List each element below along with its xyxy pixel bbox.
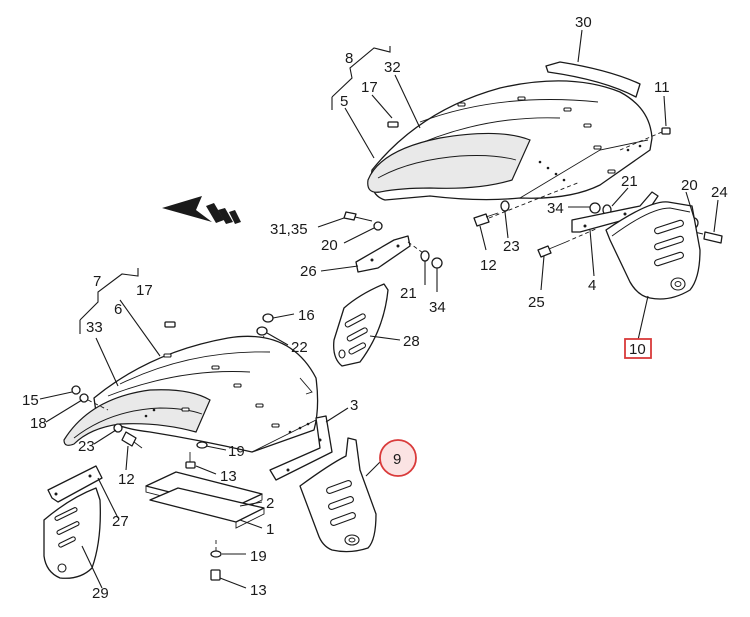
callout-13-upper[interactable]: 13 bbox=[220, 468, 237, 485]
callout-3[interactable]: 3 bbox=[350, 397, 358, 414]
bolt-13-lower[interactable] bbox=[210, 569, 221, 581]
callout-21-middle[interactable]: 21 bbox=[400, 285, 417, 302]
callout-30[interactable]: 30 bbox=[575, 14, 592, 31]
mudflap-9[interactable] bbox=[299, 437, 377, 553]
callout-22[interactable]: 22 bbox=[291, 339, 308, 356]
washer-23-rear[interactable] bbox=[500, 200, 510, 212]
bolt-13-upper[interactable] bbox=[185, 461, 196, 469]
callout-24[interactable]: 24 bbox=[711, 184, 728, 201]
callout-26[interactable]: 26 bbox=[300, 263, 317, 280]
callout-12-front[interactable]: 12 bbox=[118, 471, 135, 488]
bracket-27[interactable] bbox=[47, 465, 103, 503]
washer-20-middle[interactable] bbox=[373, 221, 383, 231]
bolt-12-front[interactable] bbox=[121, 431, 137, 447]
mudflap-10[interactable] bbox=[605, 201, 701, 300]
callout-2[interactable]: 2 bbox=[266, 495, 274, 512]
bolt-31-35[interactable] bbox=[343, 211, 357, 221]
callout-19-lower[interactable]: 19 bbox=[250, 548, 267, 565]
callout-34-rear[interactable]: 34 bbox=[547, 200, 564, 217]
washer-16[interactable] bbox=[262, 313, 274, 323]
callout-16[interactable]: 16 bbox=[298, 307, 315, 324]
washer-21-middle[interactable] bbox=[420, 250, 430, 262]
callout-33[interactable]: 33 bbox=[86, 319, 103, 336]
front-fender-assembly bbox=[63, 321, 319, 453]
highlight-circle-9 bbox=[379, 439, 417, 477]
rear-fender-assembly bbox=[367, 61, 671, 201]
callout-28[interactable]: 28 bbox=[403, 333, 420, 350]
bracket-26[interactable] bbox=[355, 235, 411, 273]
clip-17-rear[interactable] bbox=[387, 121, 399, 128]
callout-34-middle[interactable]: 34 bbox=[429, 299, 446, 316]
callout-18[interactable]: 18 bbox=[30, 415, 47, 432]
callout-27[interactable]: 27 bbox=[112, 513, 129, 530]
callout-6[interactable]: 6 bbox=[114, 301, 122, 318]
callout-7[interactable]: 7 bbox=[93, 273, 101, 290]
callout-17-front[interactable]: 17 bbox=[136, 282, 153, 299]
callout-4[interactable]: 4 bbox=[588, 277, 596, 294]
callout-5[interactable]: 5 bbox=[340, 93, 348, 110]
front-hardware bbox=[43, 385, 333, 581]
highlight-box-10 bbox=[624, 338, 652, 359]
clip-17-front[interactable] bbox=[164, 321, 176, 328]
callout-19-upper[interactable]: 19 bbox=[228, 443, 245, 460]
bolt-24[interactable] bbox=[703, 231, 723, 244]
front-fender-liner-33[interactable] bbox=[63, 389, 211, 446]
callout-23-rear[interactable]: 23 bbox=[503, 238, 520, 255]
pin-11[interactable] bbox=[661, 127, 671, 135]
callout-9[interactable]: 9 bbox=[393, 451, 401, 468]
callout-29[interactable]: 29 bbox=[92, 585, 109, 602]
bolt-12-rear[interactable] bbox=[473, 213, 490, 227]
callout-32[interactable]: 32 bbox=[384, 59, 401, 76]
direction-arrow-icon bbox=[162, 196, 241, 224]
callout-10[interactable]: 10 bbox=[629, 341, 646, 358]
bracket-28[interactable] bbox=[333, 283, 389, 367]
callout-21-rear[interactable]: 21 bbox=[621, 173, 638, 190]
trim-strip-30[interactable] bbox=[545, 61, 641, 98]
front-fender-holes bbox=[144, 353, 310, 434]
callout-11[interactable]: 11 bbox=[654, 79, 670, 96]
rear-fender-liner-5[interactable] bbox=[367, 132, 531, 193]
callout-8[interactable]: 8 bbox=[345, 50, 353, 67]
washer-19-upper[interactable] bbox=[196, 441, 208, 449]
callout-13-lower[interactable]: 13 bbox=[250, 582, 267, 599]
callout-31-35[interactable]: 31,35 bbox=[270, 221, 308, 238]
bolt-25[interactable] bbox=[537, 245, 552, 258]
nut-15[interactable] bbox=[71, 385, 81, 395]
bracket-3[interactable] bbox=[269, 415, 333, 481]
callout-labels: 30 8 17 32 5 11 21 20 24 34 23 12 25 4 1… bbox=[22, 14, 728, 602]
nut-34-rear[interactable] bbox=[589, 202, 601, 214]
callout-20-rear[interactable]: 20 bbox=[681, 177, 698, 194]
washer-22[interactable] bbox=[256, 326, 268, 336]
callout-25[interactable]: 25 bbox=[528, 294, 545, 311]
callout-1[interactable]: 1 bbox=[266, 521, 274, 538]
leader-lines bbox=[39, 29, 719, 589]
rear-fender-holes bbox=[457, 96, 642, 182]
callout-12-rear[interactable]: 12 bbox=[480, 257, 497, 274]
mudflap-29[interactable] bbox=[43, 487, 101, 579]
callout-15[interactable]: 15 bbox=[22, 392, 39, 409]
middle-hardware bbox=[237, 211, 443, 385]
callout-20-middle[interactable]: 20 bbox=[321, 237, 338, 254]
callout-17-rear[interactable]: 17 bbox=[361, 79, 378, 96]
nut-34-middle[interactable] bbox=[431, 257, 443, 269]
washer-19-lower[interactable] bbox=[210, 550, 222, 558]
callout-23-front[interactable]: 23 bbox=[78, 438, 95, 455]
